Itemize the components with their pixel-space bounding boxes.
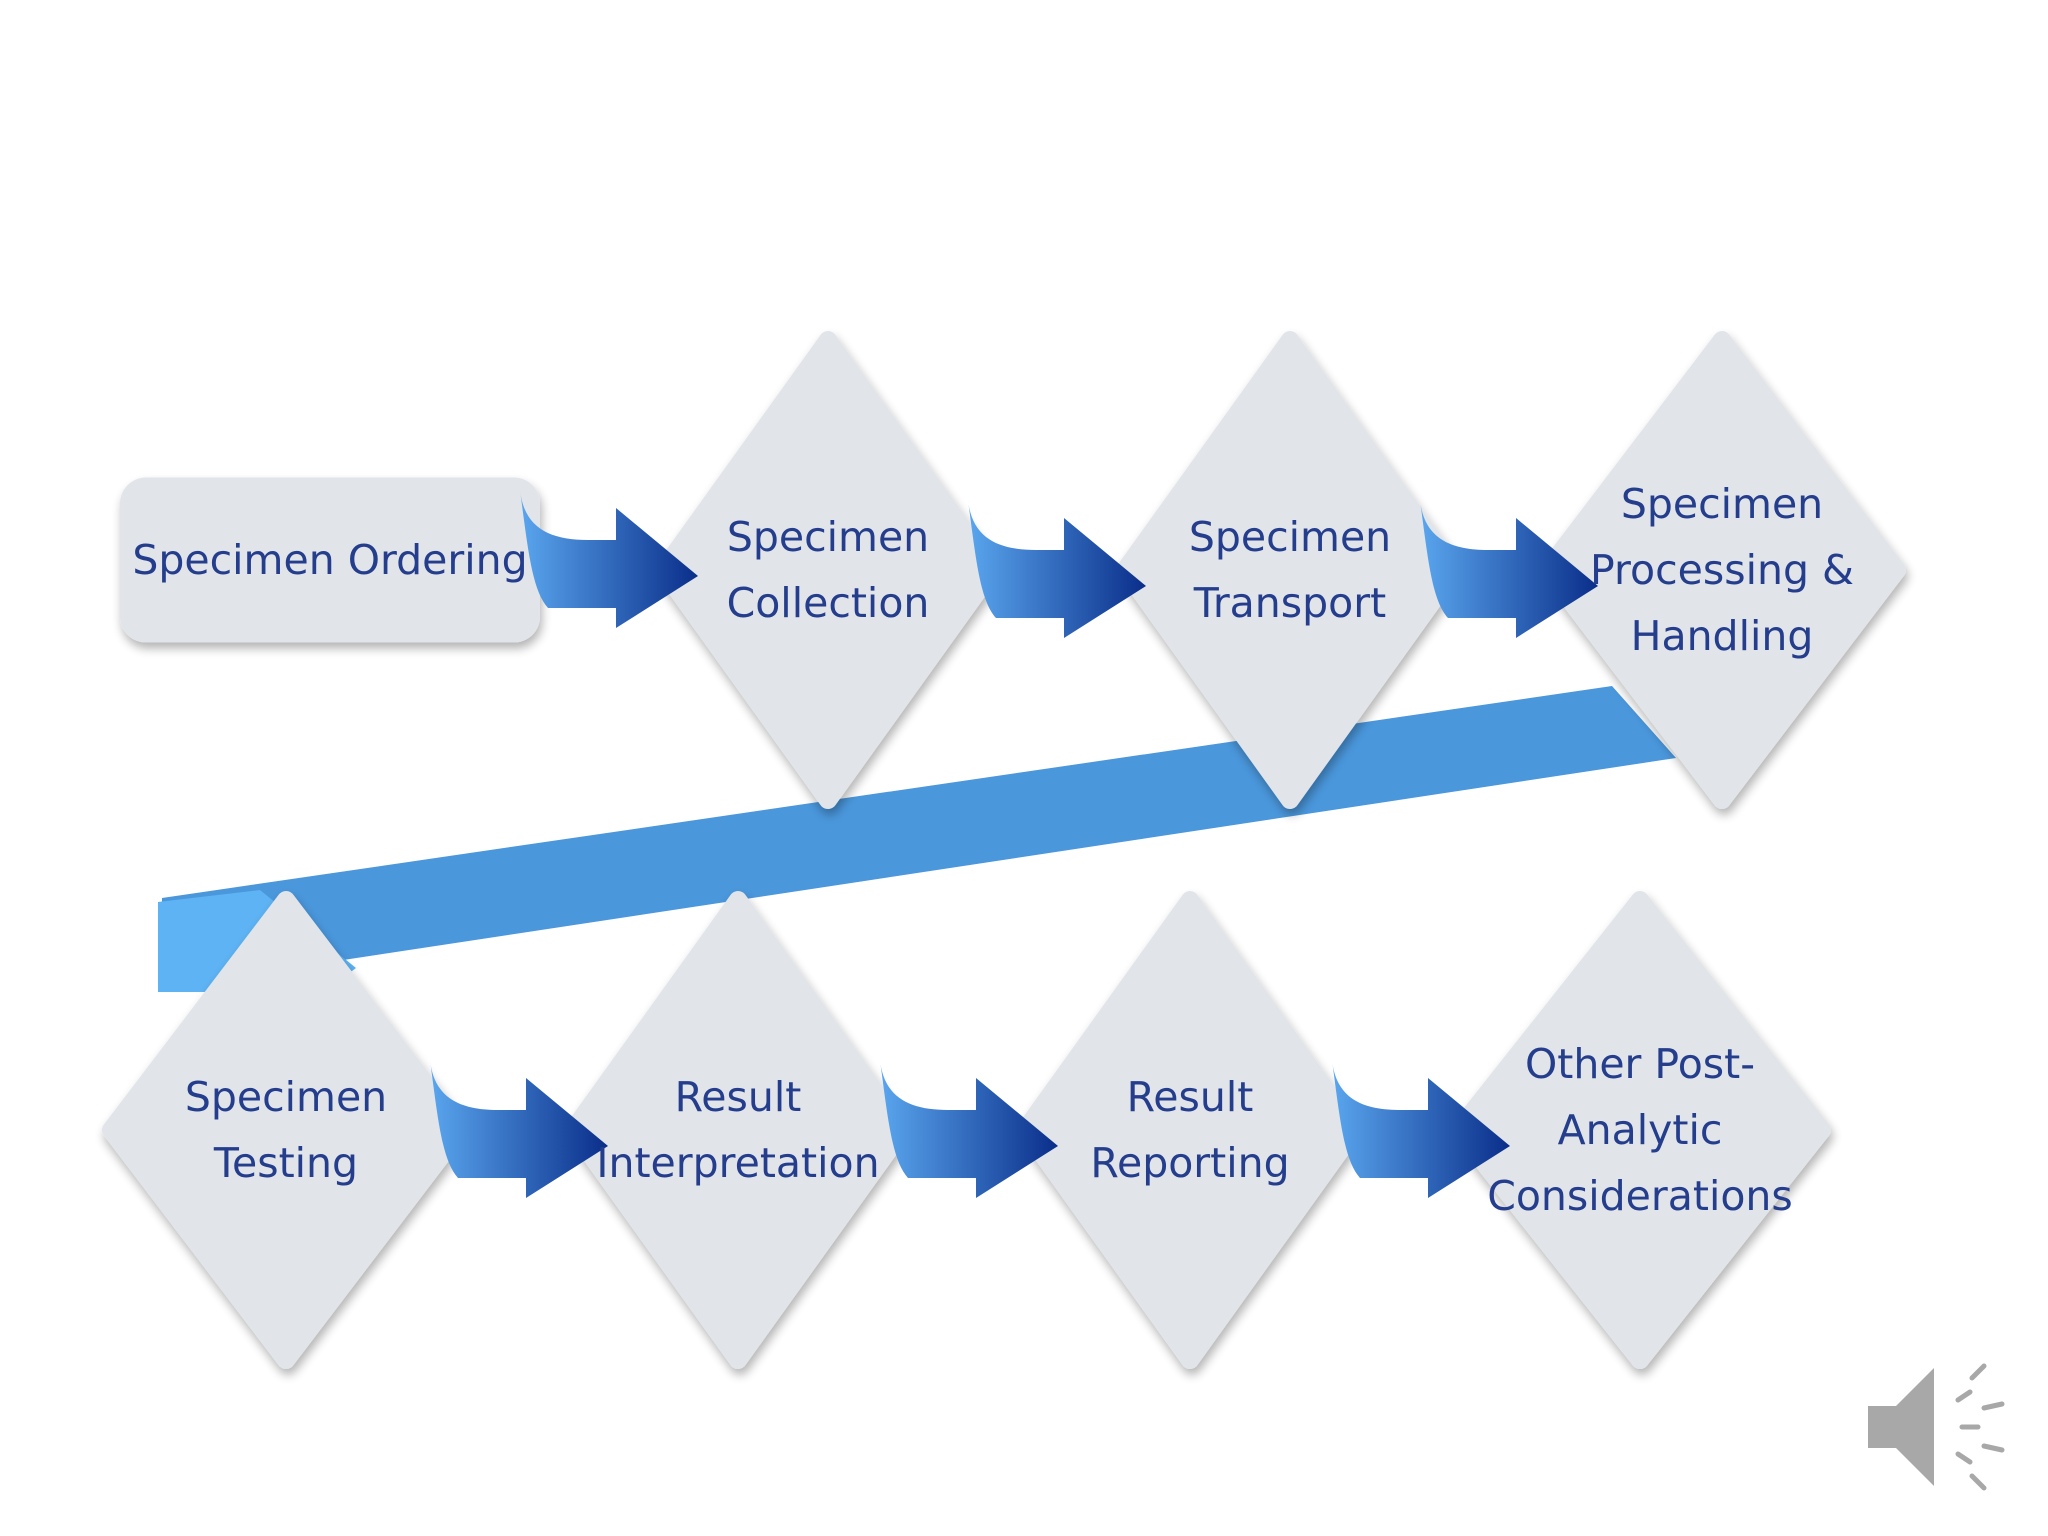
step-label-processing-line-2: Processing & <box>1590 546 1854 594</box>
step-label-interpretation-line-2: Interpretation <box>596 1139 879 1187</box>
flow-arrow-testing-to-interpretation <box>430 1060 608 1198</box>
flow-arrow-ordering-to-collection <box>520 490 698 628</box>
step-label-post-analytic-line-2: Analytic <box>1558 1106 1723 1154</box>
step-node-ordering <box>120 477 540 643</box>
step-node-interpretation <box>564 891 912 1369</box>
step-label-transport-line-2: Transport <box>1193 579 1386 627</box>
step-node-processing <box>1538 331 1906 809</box>
step-label-post-analytic-line-3: Considerations <box>1487 1172 1793 1220</box>
step-node-post-analytic <box>1449 891 1831 1369</box>
step-label-testing-line-2: Testing <box>213 1139 358 1187</box>
step-label-processing-line-1: Specimen <box>1621 480 1823 528</box>
step-node-testing <box>102 891 470 1369</box>
flow-arrow-collection-to-transport <box>968 500 1146 638</box>
step-label-post-analytic-line-1: Other Post- <box>1525 1040 1755 1088</box>
step-label-testing-line-1: Specimen <box>185 1073 387 1121</box>
step-label-ordering-line-1: Specimen Ordering <box>132 536 527 584</box>
step-label-collection-line-1: Specimen <box>727 513 929 561</box>
step-node-transport <box>1116 331 1464 809</box>
step-label-interpretation-line-1: Result <box>675 1073 802 1121</box>
step-label-reporting-line-2: Reporting <box>1090 1139 1289 1187</box>
flow-arrow-reporting-to-post-analytic <box>1332 1060 1510 1198</box>
step-label-reporting-line-1: Result <box>1127 1073 1254 1121</box>
step-node-reporting <box>1016 891 1364 1369</box>
speaker-audio-icon[interactable] <box>1862 1352 2012 1502</box>
flow-arrow-transport-to-processing <box>1420 500 1598 638</box>
step-label-transport-line-1: Specimen <box>1189 513 1391 561</box>
step-label-collection-line-2: Collection <box>727 579 930 627</box>
flow-arrow-interpretation-to-reporting <box>880 1060 1058 1198</box>
step-node-collection <box>654 331 1002 809</box>
return-flow-band <box>162 686 1676 962</box>
step-label-processing-line-3: Handling <box>1631 612 1814 660</box>
